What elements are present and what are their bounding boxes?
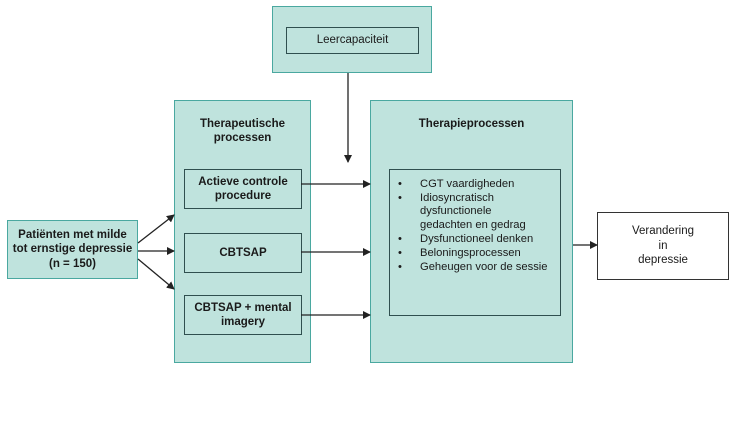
bullet-icon: •	[398, 247, 402, 260]
therapy-option-label: CBTSAP + mental imagery	[194, 301, 292, 328]
therapy-option-active-control: Actieve controle procedure	[184, 169, 302, 209]
patients-box: Patiënten met milde tot ernstige depress…	[7, 220, 138, 279]
list-item-text: Idiosyncratisch dysfunctionele gedachten…	[420, 192, 526, 231]
therapy-option-cbtsap: CBTSAP	[184, 233, 302, 273]
therapy-processes-title: Therapieprocessen	[418, 118, 525, 130]
list-item: • CGT vaardigheden	[398, 178, 556, 191]
list-item: • Dysfunctioneel denken	[398, 233, 556, 246]
list-item: • Geheugen voor de sessie	[398, 261, 556, 274]
therapeutic-processes-panel: Therapeutische processen Actieve control…	[174, 100, 311, 363]
therapy-processes-list: • CGT vaardigheden • Idiosyncratisch dys…	[390, 170, 560, 275]
bullet-icon: •	[398, 192, 402, 205]
bullet-icon: •	[398, 232, 402, 245]
bullet-icon: •	[398, 178, 402, 190]
therapy-option-label: CBTSAP	[219, 246, 267, 259]
bullet-icon: •	[398, 261, 402, 274]
therapy-processes-panel: Therapieprocessen • CGT vaardigheden • I…	[370, 100, 573, 363]
therapeutic-processes-title: Therapeutische processen	[200, 118, 285, 145]
list-item-text: Geheugen voor de sessie	[420, 261, 548, 274]
therapy-processes-list-box: • CGT vaardigheden • Idiosyncratisch dys…	[389, 169, 561, 316]
learning-capacity-panel: Leercapaciteit	[272, 6, 432, 73]
list-item-text: Dysfunctioneel denken	[420, 232, 534, 245]
therapy-option-label: Actieve controle procedure	[198, 175, 288, 202]
list-item: • Beloningsprocessen	[398, 247, 556, 260]
outcome-box: Verandering in depressie	[597, 212, 729, 280]
arrow-patients-to-cbtsap-imagery	[137, 258, 175, 290]
outcome-label: Verandering in depressie	[631, 225, 695, 267]
list-item-text: Beloningsprocessen	[420, 247, 521, 260]
learning-capacity-label: Leercapaciteit	[316, 34, 389, 47]
list-item: • Idiosyncratisch dysfunctionele gedacht…	[398, 192, 556, 232]
patients-label: Patiënten met milde tot ernstige depress…	[12, 228, 133, 270]
list-item-text: CGT vaardigheden	[420, 178, 515, 190]
learning-capacity-label-box: Leercapaciteit	[286, 27, 419, 54]
therapy-option-cbtsap-imagery: CBTSAP + mental imagery	[184, 295, 302, 335]
arrow-patients-to-active-control	[137, 214, 175, 244]
